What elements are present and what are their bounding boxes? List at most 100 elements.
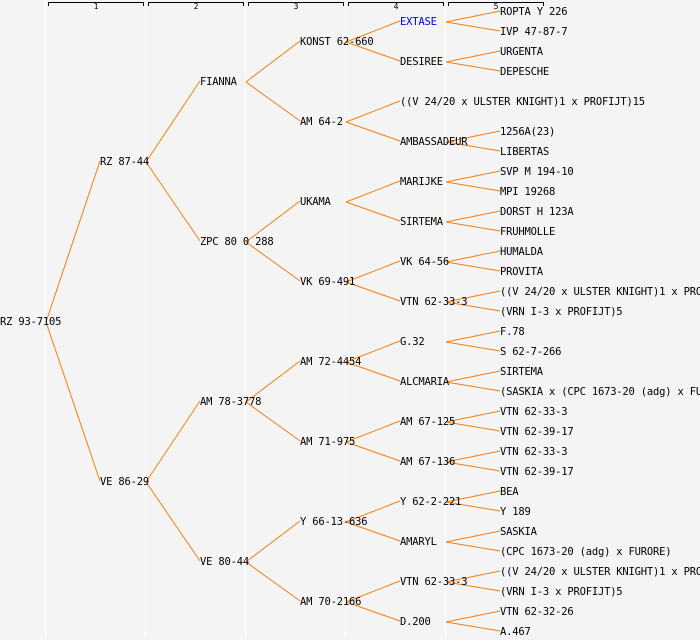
pedigree-node-gen5: VTN 62-39-17 <box>500 426 574 438</box>
pedigree-node-gen5: DEPESCHE <box>500 66 549 78</box>
pedigree-connector <box>445 10 501 23</box>
pedigree-node-gen4: VTN 62-33-3 <box>400 576 468 588</box>
pedigree-connector <box>445 21 501 32</box>
pedigree-connector <box>445 341 501 352</box>
pedigree-node-gen2: VE 80-44 <box>200 556 249 568</box>
pedigree-node-gen5: SIRTEMA <box>500 366 543 378</box>
pedigree-connector <box>345 441 401 462</box>
generation-bracket-5 <box>448 2 544 6</box>
pedigree-node-gen3: VK 69-491 <box>300 276 356 288</box>
pedigree-connector <box>445 250 501 263</box>
pedigree-connector <box>345 580 401 603</box>
pedigree-connector <box>445 130 501 143</box>
pedigree-node-gen2: FIANNA <box>200 76 237 88</box>
generation-number-5: 5 <box>493 2 499 11</box>
pedigree-connector <box>145 80 201 163</box>
pedigree-connector <box>345 201 401 222</box>
pedigree-connector <box>445 501 501 512</box>
pedigree-node-gen5: FRUHMOLLE <box>500 226 556 238</box>
pedigree-connector <box>445 61 501 72</box>
pedigree-connector <box>245 520 301 563</box>
pedigree-node-gen5: (VRN I-3 x PROFIJT)5 <box>500 306 623 318</box>
pedigree-node-gen5: VTN 62-39-17 <box>500 466 574 478</box>
pedigree-node-gen5: VTN 62-33-3 <box>500 446 568 458</box>
pedigree-connector <box>245 81 301 122</box>
pedigree-connector <box>445 421 501 432</box>
pedigree-connector <box>445 461 501 472</box>
pedigree-node-gen4: AMARYL <box>400 536 437 548</box>
pedigree-node-gen5: LIBERTAS <box>500 146 549 158</box>
pedigree-node-gen5: ((V 24/20 x ULSTER KNIGHT)1 x PROF <box>500 566 700 578</box>
pedigree-node-gen3: Y 66-13-636 <box>300 516 368 528</box>
column-separator <box>245 0 246 637</box>
pedigree-node-gen5: ((V 24/20 x ULSTER KNIGHT)1 x PROF <box>500 286 700 298</box>
pedigree-connector <box>345 601 401 622</box>
pedigree-connector <box>345 420 401 443</box>
pedigree-node-gen5: (VRN I-3 x PROFIJT)5 <box>500 586 623 598</box>
pedigree-node-gen4: VTN 62-33-3 <box>400 296 468 308</box>
pedigree-node-gen5: MPI 19268 <box>500 186 556 198</box>
generation-number-3: 3 <box>293 2 299 11</box>
generation-bracket-4 <box>348 2 444 6</box>
pedigree-connector <box>445 261 501 272</box>
pedigree-connector <box>445 370 501 383</box>
pedigree-node-gen5: ROPTA Y 226 <box>500 6 568 18</box>
pedigree-connector <box>345 41 401 62</box>
pedigree-node-gen5: URGENTA <box>500 46 543 58</box>
pedigree-node-gen1: RZ 87-44 <box>100 156 149 168</box>
pedigree-connector <box>345 361 401 382</box>
pedigree-connector <box>445 581 501 592</box>
generation-bracket-1 <box>48 2 144 6</box>
pedigree-node-gen4[interactable]: EXTASE <box>400 16 437 28</box>
pedigree-connector <box>445 170 501 183</box>
pedigree-connector <box>445 181 501 192</box>
pedigree-node-gen4: AM 67-136 <box>400 456 456 468</box>
pedigree-connector <box>145 161 201 242</box>
pedigree-connector <box>345 281 401 302</box>
pedigree-connector <box>45 321 101 482</box>
pedigree-node-gen5: IVP 47-87-7 <box>500 26 568 38</box>
pedigree-node-gen4: VK 64-56 <box>400 256 449 268</box>
pedigree-node-gen5: Y 189 <box>500 506 531 518</box>
pedigree-node-gen5: VTN 62-32-26 <box>500 606 574 618</box>
pedigree-connector <box>345 121 401 142</box>
pedigree-connector <box>345 180 401 203</box>
pedigree-node-gen5: DORST H 123A <box>500 206 574 218</box>
generation-number-4: 4 <box>393 2 399 11</box>
pedigree-connector <box>245 200 301 243</box>
pedigree-root: RZ 93-7105 <box>0 316 62 328</box>
pedigree-node-gen5: SVP M 194-10 <box>500 166 574 178</box>
pedigree-connector <box>145 481 201 562</box>
pedigree-connector <box>345 340 401 363</box>
generation-bracket-3 <box>248 2 344 6</box>
pedigree-node-gen5: HUMALDA <box>500 246 543 258</box>
generation-number-1: 1 <box>93 2 99 11</box>
pedigree-node-gen2: ZPC 80 0 288 <box>200 236 274 248</box>
pedigree-connector <box>345 500 401 523</box>
pedigree-connector <box>245 561 301 602</box>
pedigree-node-gen4: ALCMARIA <box>400 376 449 388</box>
column-separator <box>45 0 46 637</box>
pedigree-node-gen5: VTN 62-33-3 <box>500 406 568 418</box>
pedigree-node-gen5: A.467 <box>500 626 531 638</box>
pedigree-node-gen3: AM 71-975 <box>300 436 356 448</box>
pedigree-node-gen4: ((V 24/20 x ULSTER KNIGHT)1 x PROFIJT)15 <box>400 96 645 108</box>
pedigree-node-gen4: SIRTEMA <box>400 216 443 228</box>
pedigree-connector <box>445 621 501 632</box>
pedigree-connector <box>445 141 501 152</box>
pedigree-connector <box>445 381 501 392</box>
pedigree-connector <box>445 410 501 423</box>
pedigree-connector <box>445 490 501 503</box>
pedigree-connector <box>445 50 501 63</box>
pedigree-connector <box>245 360 301 403</box>
pedigree-node-gen4: Y 62-2-221 <box>400 496 462 508</box>
column-separator <box>145 0 146 637</box>
pedigree-connector <box>445 610 501 623</box>
pedigree-connector <box>245 40 301 83</box>
pedigree-connector <box>245 401 301 442</box>
pedigree-connector <box>345 260 401 283</box>
pedigree-node-gen4: MARIJKE <box>400 176 443 188</box>
pedigree-connector <box>145 400 201 483</box>
pedigree-connector <box>445 541 501 552</box>
